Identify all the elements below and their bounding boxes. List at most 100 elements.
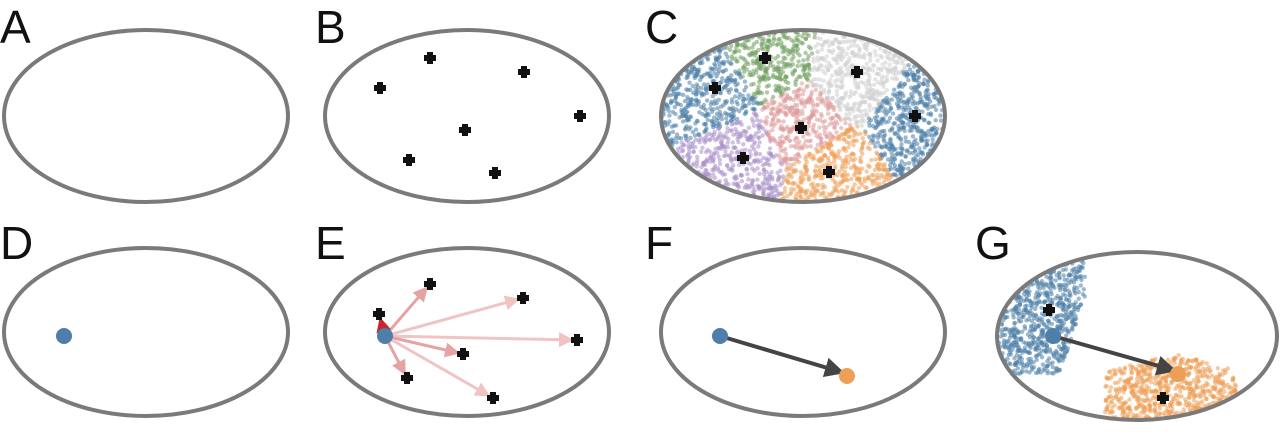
sample-point [1073,300,1078,305]
sample-point [774,185,779,190]
sample-point [1024,369,1029,374]
sample-point [1044,364,1050,369]
sample-point [715,150,720,155]
sample-point [789,186,794,192]
sample-point [1027,350,1033,356]
sample-point [825,67,831,72]
sample-point [686,71,692,77]
sample-point [725,163,730,168]
sample-point [797,146,802,151]
sample-point [741,142,746,147]
sample-point [728,87,733,92]
sample-point [879,162,884,168]
sample-point [839,125,844,131]
sample-point [704,71,709,76]
sample-point [828,82,834,87]
sample-point [759,45,765,51]
sample-point [791,105,796,110]
sample-point [810,128,816,133]
sample-point [734,42,740,48]
sample-point [1134,376,1140,382]
sample-point [757,171,762,176]
sample-point [836,71,841,76]
sample-point [745,137,751,143]
sample-point [848,157,853,162]
sample-point [685,109,690,115]
sample-point [685,87,691,93]
sample-point [709,119,714,124]
sample-point [1024,364,1029,369]
sample-point [869,173,875,178]
sample-point [1181,407,1186,412]
sample-point [813,87,819,93]
sample-point [698,85,704,91]
sample-point [858,131,863,136]
sample-point [757,140,762,145]
sample-point [779,43,784,48]
sample-point [1216,374,1221,379]
sample-point [1131,393,1136,398]
sample-point [1008,362,1013,367]
sample-point [903,139,908,144]
sample-point [1197,394,1203,400]
sample-point [872,49,878,54]
sample-point [734,132,739,137]
sample-point [1193,364,1199,370]
sample-point [924,141,929,147]
sample-point [773,87,778,93]
sample-point [724,116,729,121]
sample-point [734,88,739,94]
sample-point [1184,367,1189,372]
sample-point [1212,386,1217,392]
panel-c-figure [659,28,947,204]
sample-point [864,111,869,117]
sample-point [1033,306,1038,312]
sample-point [1106,394,1112,400]
sample-point [898,145,903,151]
sample-point [1102,409,1108,415]
sample-point [727,47,733,53]
sample-point [663,120,668,125]
sample-point [875,172,880,178]
sample-point [1047,347,1053,352]
sample-point [725,145,730,150]
sample-point [707,172,712,177]
sample-point [1148,365,1153,371]
sample-point [810,181,816,186]
sample-point [1108,385,1114,390]
sample-point [767,177,772,182]
sample-point [805,71,811,76]
sample-point [1158,380,1163,385]
sample-point [1081,260,1086,266]
generator-marker [737,152,749,164]
sample-point [870,179,876,184]
sample-point [1114,394,1119,399]
sample-point [1060,300,1065,306]
sample-point [1061,273,1066,278]
sample-point [786,35,791,40]
sample-point [805,188,810,193]
sample-point [902,63,908,68]
sample-point [691,140,696,145]
sample-point [799,108,805,113]
sample-point [723,153,729,158]
sample-point [724,78,730,84]
sample-point [782,34,787,40]
sample-point [681,143,686,148]
sample-point [1024,289,1029,294]
sample-point [871,106,877,112]
sample-point [1060,358,1065,363]
sample-point [684,75,689,81]
sample-point [814,77,819,82]
sample-point [1048,289,1053,294]
sample-point [856,185,862,191]
sample-point [751,97,757,102]
sample-point [716,97,721,103]
sample-point [1066,288,1071,293]
sample-point [717,61,722,66]
sample-point [847,122,853,128]
sample-point [1109,405,1115,410]
sample-point [896,123,901,129]
domain-ellipse [659,28,947,204]
sample-point [803,75,809,80]
